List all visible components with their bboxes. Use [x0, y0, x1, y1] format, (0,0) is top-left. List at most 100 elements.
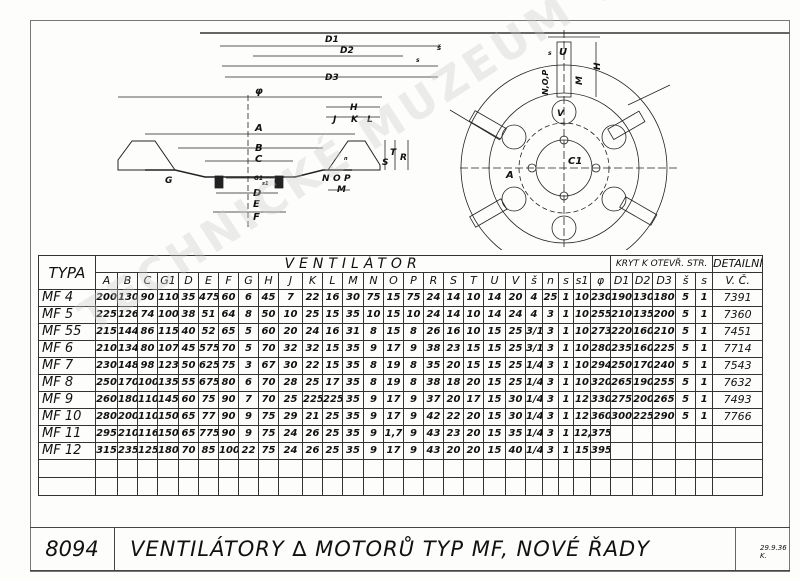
empty-cell — [483, 459, 506, 478]
dimension-cell: 37 — [423, 391, 444, 409]
empty-cell — [137, 477, 158, 496]
dimension-cell: 210 — [117, 425, 138, 443]
cover-cell — [652, 442, 677, 460]
dimension-cell: 77 — [198, 408, 219, 426]
dimension-cell: 280 — [589, 340, 612, 358]
dimension-cell: 80 — [137, 340, 158, 358]
dimension-cell: 15 — [483, 391, 506, 409]
dimension-cell: 31 — [342, 323, 364, 341]
cover-cell — [610, 425, 634, 443]
ventilator-header: VENTILÁTOR — [94, 255, 612, 273]
cover-cell: 5 — [675, 391, 697, 409]
dimension-cell: 43 — [423, 425, 444, 443]
dimension-cell: 15 — [383, 289, 404, 307]
dimension-cell: 40 — [505, 442, 526, 460]
dimension-cell: 15 — [483, 323, 506, 341]
dimension-cell: 25 — [542, 289, 559, 307]
detail-number-cell: 7714 — [712, 340, 764, 358]
dimension-cell: 8 — [363, 374, 384, 392]
dimension-cell: 8 — [363, 323, 384, 341]
dimension-cell: 30 — [505, 391, 526, 409]
cover-cell: 5 — [675, 374, 697, 392]
dimension-cell: 9 — [363, 408, 384, 426]
kryt-column-header: s — [695, 272, 714, 290]
cover-cell — [675, 425, 697, 443]
cover-cell: 200 — [632, 391, 654, 409]
dimension-cell: 1,7 — [383, 425, 404, 443]
dimension-cell: 1 — [558, 391, 574, 409]
front-label-m: M — [575, 76, 585, 85]
empty-cell — [589, 459, 612, 478]
dimension-cell: 9 — [403, 408, 424, 426]
dimension-cell: 20 — [463, 374, 484, 392]
empty-cell — [403, 477, 424, 496]
cover-cell: 275 — [610, 391, 634, 409]
dimension-cell: 375 — [589, 425, 612, 443]
empty-cell — [238, 459, 259, 478]
front-label-s: s — [548, 50, 552, 57]
dimension-cell: 35 — [342, 374, 364, 392]
dimension-cell: 64 — [218, 306, 239, 324]
dimension-cell: 3 — [542, 374, 559, 392]
dimension-cell: 30 — [278, 357, 303, 375]
label-k: K — [351, 115, 359, 125]
empty-cell — [278, 477, 303, 496]
label-j: J — [331, 115, 337, 125]
cover-cell: 235 — [610, 340, 634, 358]
cover-cell — [695, 425, 714, 443]
empty-cell — [258, 459, 279, 478]
detail-number-cell — [712, 425, 764, 443]
dimension-cell: 75 — [258, 442, 279, 460]
dimension-cell: 25 — [302, 374, 323, 392]
dimension-cell: 1/4" — [525, 357, 543, 375]
kryt-column-header: D3 — [652, 272, 677, 290]
detail-number-cell: 7451 — [712, 323, 764, 341]
cover-cell — [632, 442, 654, 460]
dimension-cell: 10 — [278, 306, 303, 324]
cover-cell: 300 — [610, 408, 634, 426]
dimension-cell: 29 — [278, 408, 303, 426]
dimension-cell: 19 — [383, 374, 404, 392]
drawing-number: 8094 — [30, 528, 115, 570]
type-cell: MF 6 — [38, 340, 96, 358]
cover-cell: 1 — [695, 357, 714, 375]
cover-cell: 1 — [695, 408, 714, 426]
cover-cell: 240 — [652, 357, 677, 375]
empty-cell — [610, 459, 634, 478]
detail-number-cell: 7766 — [712, 408, 764, 426]
cover-cell — [675, 442, 697, 460]
dimension-cell: 30 — [505, 408, 526, 426]
dimension-cell: 20 — [463, 408, 484, 426]
dimension-cell: 9 — [403, 391, 424, 409]
kryt-column-header: š — [675, 272, 697, 290]
dimension-cell: 85 — [198, 442, 219, 460]
empty-cell — [542, 477, 559, 496]
dimension-cell: 7 — [278, 289, 303, 307]
dimension-cell: 12 — [573, 391, 591, 409]
dimension-cell: 9 — [403, 340, 424, 358]
dimension-cell: 15 — [463, 340, 484, 358]
dimension-cell: 24 — [302, 323, 323, 341]
cover-cell: 160 — [632, 340, 654, 358]
empty-cell — [363, 459, 384, 478]
dimension-cell: 35 — [342, 391, 364, 409]
column-header: M — [342, 272, 364, 290]
dimension-cell: 12 — [573, 408, 591, 426]
dimension-cell: 9 — [363, 391, 384, 409]
side-view: D1 D2 D3 s š φ A B C D E F G G1 H J K L … — [117, 35, 442, 230]
cover-cell: 190 — [632, 374, 654, 392]
cover-cell — [652, 425, 677, 443]
empty-cell — [463, 477, 484, 496]
type-cell: MF 12 — [38, 442, 96, 460]
label-b: B — [255, 143, 263, 154]
empty-cell — [178, 459, 199, 478]
dimension-cell: 60 — [178, 391, 199, 409]
cover-cell: 5 — [675, 408, 697, 426]
dimension-cell: 135 — [157, 374, 179, 392]
dimension-cell: 107 — [157, 340, 179, 358]
